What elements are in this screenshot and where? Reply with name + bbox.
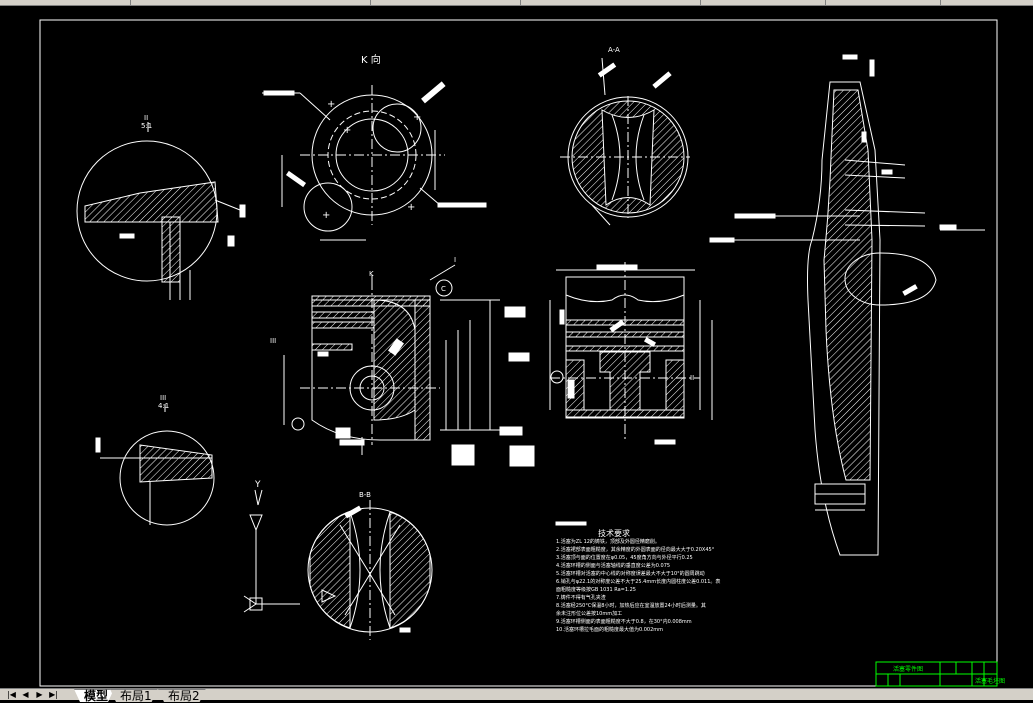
- layout-tab-bar: |◀ ◀ ▶ ▶| 模型 布局1 布局2: [0, 688, 1033, 700]
- tech-heading-mark: [555, 521, 587, 526]
- tech-line: 10.活塞环槽拉毛面的粗糙度最大值为0.002mm: [556, 626, 663, 633]
- main-side-view: [499, 262, 713, 467]
- toolbar-segment[interactable]: [825, 0, 941, 5]
- detail-iii-label: III: [160, 394, 166, 402]
- tech-line: 8.活塞经250°C保温8小时，加热后应在室温放置24小时后测量。其: [556, 602, 706, 609]
- tech-line: 7.铸件不得有气孔夹渣: [556, 594, 606, 601]
- skirt-section-view: [709, 54, 985, 556]
- ucs-y-label: Y: [254, 480, 261, 490]
- toolbar-segment[interactable]: [130, 0, 371, 5]
- view-aa: [560, 57, 690, 226]
- main-front-view: [283, 264, 500, 466]
- last-tab-icon[interactable]: ▶|: [49, 690, 58, 699]
- title-block-part-name: 活塞毛坯图: [975, 677, 1005, 685]
- tech-line: 3.活塞顶与面的位置度在φ0.05，45度角方向与外径平行0.25: [556, 554, 693, 561]
- tech-line: 4.活塞环槽的侧面与活塞轴线的垂直度公差为0.075: [556, 562, 670, 569]
- view-bb-label: B-B: [359, 491, 371, 499]
- tech-line: 1.活塞为ZL 12的铸铁，顶部及外圆径精磨削。: [556, 538, 660, 545]
- tech-requirements: 1.活塞为ZL 12的铸铁，顶部及外圆径精磨削。 2.活塞裙部表面粗糙度，其余精…: [556, 538, 720, 633]
- detail-ii-scale: 5:1: [141, 122, 152, 130]
- tech-line: 余未注形位公差按10mm加工: [556, 610, 622, 617]
- detail-iii-scale: 4:1: [158, 402, 169, 410]
- tech-line: 2.活塞裙部表面粗糙度，其余精度的外圆表面的径向最大大于0.20X45°: [556, 546, 715, 553]
- toolbar-segment[interactable]: [700, 0, 826, 5]
- view-aa-label: A-A: [608, 46, 620, 54]
- tech-line: 5.活塞环槽对活塞的中心线的对称度误差最大不大于10°的圆周跳动: [556, 570, 705, 577]
- svg-text:+: +: [327, 99, 335, 110]
- tech-line: 面粗糙度等级按GB 1031 Ra=1.25: [556, 586, 636, 593]
- svg-text:+: +: [407, 202, 415, 213]
- ucs-icon: [243, 489, 300, 613]
- view-bb: [307, 500, 433, 640]
- next-tab-icon[interactable]: ▶: [36, 690, 43, 699]
- toolbar-segment[interactable]: [0, 0, 131, 5]
- title-block-drawing-name: 活塞零件图: [893, 665, 923, 673]
- detail-iii-view: [95, 404, 215, 526]
- marker-i: I: [454, 256, 456, 264]
- toolbar-segment[interactable]: [520, 0, 701, 5]
- detail-ii-view: [76, 122, 246, 300]
- prev-tab-icon[interactable]: ◀: [22, 690, 29, 699]
- drawing-frame: [39, 19, 998, 687]
- view-k-label: K 向: [361, 53, 381, 66]
- svg-text:+: +: [343, 125, 351, 136]
- svg-text:+: +: [322, 210, 330, 221]
- first-tab-icon[interactable]: |◀: [7, 690, 16, 699]
- tech-line: 9.活塞环槽侧面的表面粗糙度不大于0.8，在30°内0.008mm: [556, 618, 692, 625]
- tab-model[interactable]: 模型: [74, 689, 114, 702]
- toolbar-segment[interactable]: [370, 0, 521, 5]
- tech-title: 技术要求: [598, 528, 630, 538]
- tab-layout2[interactable]: 布局2: [158, 689, 206, 702]
- marker-iii: III: [270, 337, 276, 345]
- marker-c: C: [441, 285, 446, 293]
- drawing-canvas[interactable]: + + + + +: [0, 6, 1033, 688]
- tech-line: 6.销孔与φ22.1的对称度公差不大于25.4mm长度内圆柱度公差0.011。表: [556, 578, 720, 585]
- detail-ii-label: II: [144, 114, 148, 122]
- svg-text:+: +: [413, 112, 421, 123]
- marker-ii: II: [690, 374, 694, 382]
- view-k: + + + + +: [262, 81, 487, 241]
- marker-k: K: [369, 270, 374, 278]
- title-block: [875, 661, 998, 687]
- tab-layout1[interactable]: 布局1: [110, 689, 158, 702]
- top-toolbar-strip: [0, 0, 1033, 6]
